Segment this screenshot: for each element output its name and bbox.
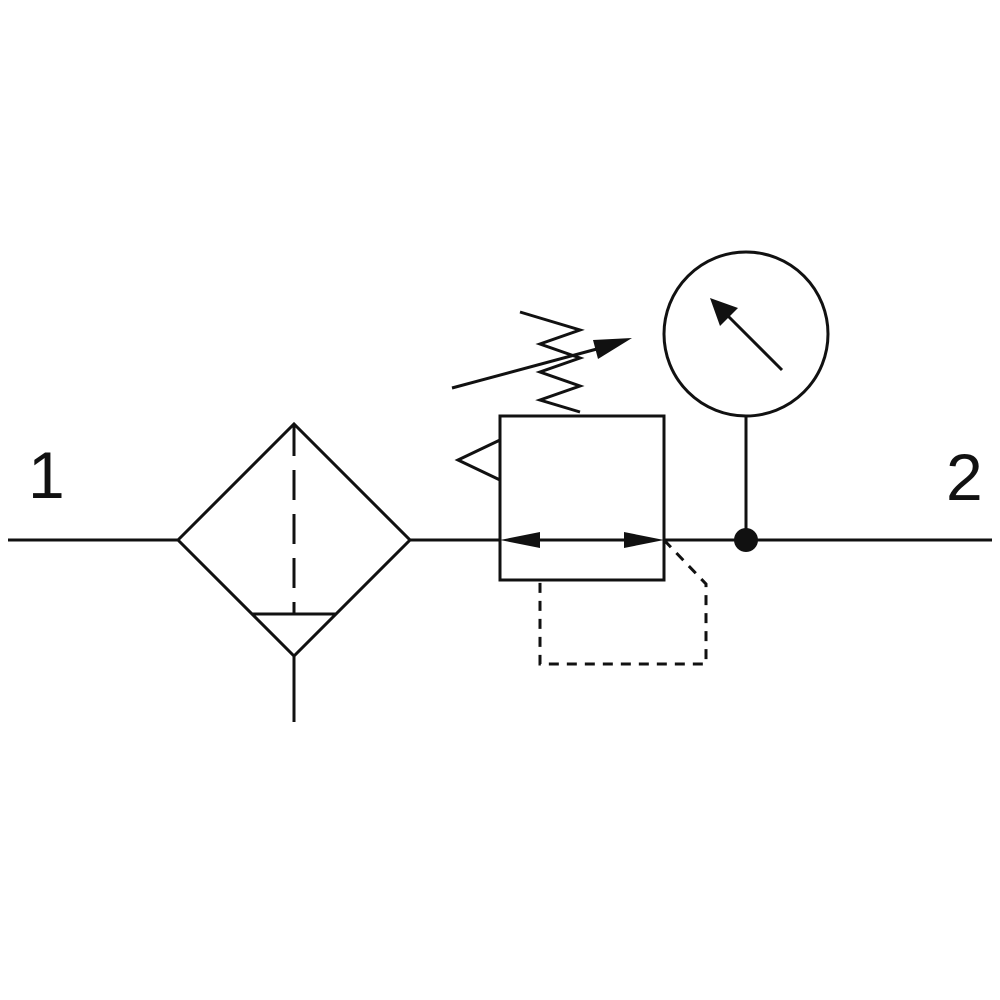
spring-coil [519, 310, 585, 414]
junction-dot [734, 528, 758, 552]
port-label-inlet: 1 [28, 438, 65, 512]
adjust-arrow-head [593, 338, 632, 359]
gauge-needle [724, 312, 784, 372]
adjust-arrow-line [451, 344, 609, 390]
filter-diamond [175, 421, 413, 659]
filter-with-drain-icon [175, 421, 413, 722]
pilot-triangle [454, 438, 501, 482]
port-label-outlet: 2 [946, 440, 983, 514]
pressure-regulator-icon [451, 310, 708, 666]
gauge-needle-head [710, 298, 738, 326]
flow-arrow-head-right [624, 532, 664, 548]
regulator-body [498, 414, 666, 582]
pressure-gauge-icon [662, 250, 830, 552]
flow-arrow-head-left [500, 532, 540, 548]
pilot-feedback-line [538, 538, 708, 666]
